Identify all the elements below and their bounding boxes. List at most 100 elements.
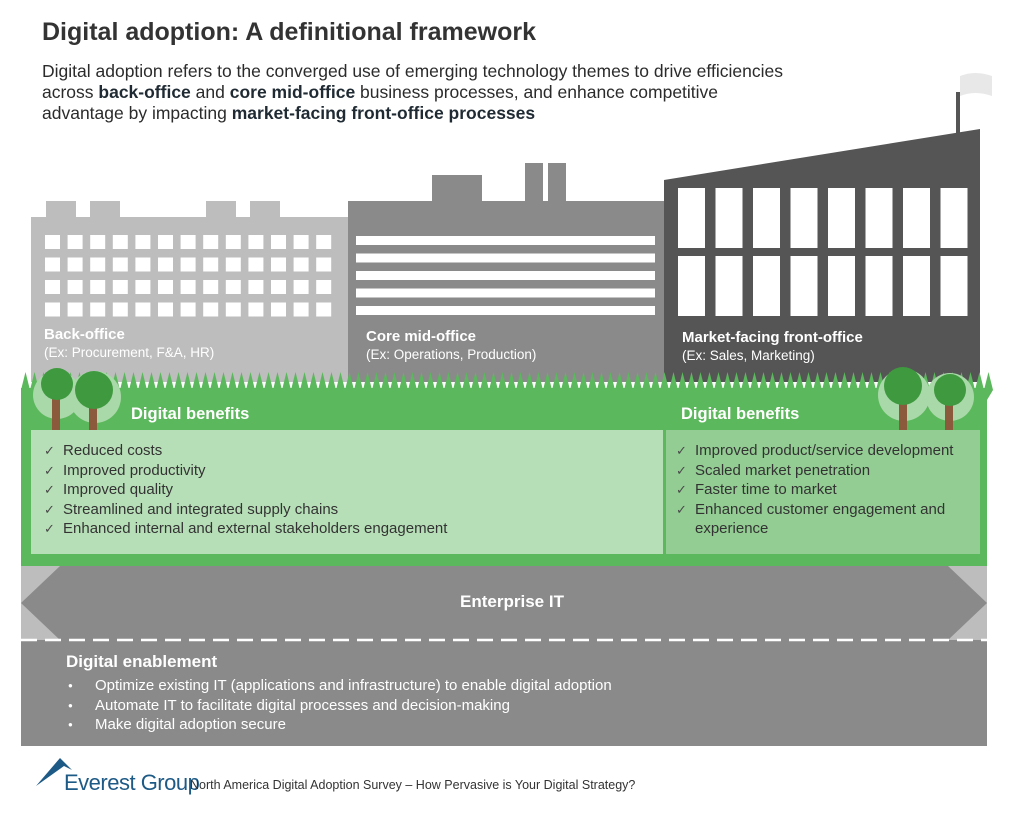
core-office-example: (Ex: Operations, Production) (366, 347, 537, 362)
subtitle-text-1: Digital adoption refers to the converged… (42, 61, 783, 102)
window-shape (293, 302, 309, 317)
footer-source: North America Digital Adoption Survey – … (190, 778, 636, 792)
window-shape (828, 188, 855, 248)
window-shape (135, 235, 151, 249)
window-shape (248, 280, 264, 294)
everest-logo-icon (36, 758, 72, 786)
window-shape (356, 236, 655, 245)
window-shape (356, 288, 655, 298)
window-shape (67, 235, 83, 249)
window-shape (225, 257, 241, 272)
window-shape (90, 280, 106, 294)
list-item: Optimize existing IT (applications and i… (66, 676, 946, 696)
tree-icon (33, 368, 121, 431)
list-item: Automate IT to facilitate digital proces… (66, 696, 946, 716)
back-office-building (31, 201, 349, 382)
digital-enablement-list: Optimize existing IT (applications and i… (66, 676, 946, 735)
window-shape (790, 188, 818, 248)
window-shape (356, 253, 655, 263)
window-shape (112, 235, 128, 249)
front-office-example: (Ex: Sales, Marketing) (682, 348, 815, 363)
window-shape (225, 280, 241, 294)
window-shape (356, 306, 655, 315)
back-office-label: Back-office (Ex: Procurement, F&A, HR) (44, 326, 214, 360)
window-shape (865, 188, 893, 248)
list-item: Improved product/service development (674, 441, 980, 461)
window-shape (225, 235, 241, 249)
window-shape (135, 302, 151, 317)
list-item: Faster time to market (674, 480, 980, 500)
window-shape (293, 235, 309, 249)
subtitle-text-3: business processes, and enhance competit… (42, 82, 719, 123)
window-shape (753, 188, 780, 248)
window-shape (158, 235, 173, 249)
window-shape (225, 302, 241, 317)
window-shape (903, 188, 930, 248)
window-shape (316, 257, 332, 272)
window-shape (248, 302, 264, 317)
window-shape (248, 235, 264, 249)
list-item: Reduced costs (42, 441, 652, 461)
window-shape (865, 256, 893, 316)
page-subtitle: Digital adoption refers to the converged… (42, 61, 802, 124)
window-shape (158, 302, 173, 317)
back-office-title: Back-office (44, 326, 125, 343)
window-shape (316, 235, 332, 249)
subtitle-bold-back-office: back-office (98, 82, 191, 102)
benefits-left-heading: Digital benefits (131, 405, 250, 423)
window-shape (678, 256, 705, 316)
window-shape (678, 188, 705, 248)
tree-icon (878, 367, 974, 431)
window-shape (271, 280, 286, 294)
window-shape (715, 188, 743, 248)
window-shape (316, 302, 332, 317)
window-shape (271, 235, 286, 249)
benefits-left-list: Reduced costs Improved productivity Impr… (42, 441, 652, 539)
front-office-label: Market-facing front-office (Ex: Sales, M… (682, 329, 863, 363)
front-office-building (664, 73, 992, 382)
window-shape (112, 280, 128, 294)
window-shape (45, 235, 60, 249)
page-title: Digital adoption: A definitional framewo… (42, 18, 536, 46)
window-shape (940, 256, 968, 316)
enterprise-it-label: Enterprise IT (460, 592, 564, 611)
window-shape (180, 280, 196, 294)
core-office-label: Core mid-office (Ex: Operations, Product… (366, 328, 536, 362)
window-shape (90, 257, 106, 272)
subtitle-bold-front: market-facing front-office processes (231, 103, 536, 123)
subtitle-text-2: and (190, 82, 230, 102)
window-shape (293, 280, 309, 294)
benefits-right-list: Improved product/service development Sca… (674, 441, 980, 539)
list-item: Improved quality (42, 480, 652, 500)
window-shape (67, 302, 83, 317)
window-shape (271, 302, 286, 317)
window-shape (203, 235, 219, 249)
everest-group-logo: Everest Group (64, 770, 200, 795)
window-shape (158, 280, 173, 294)
window-shape (203, 280, 219, 294)
subtitle-bold-core: core mid-office (229, 82, 356, 102)
window-shape (112, 257, 128, 272)
window-shape (180, 257, 196, 272)
window-shape (715, 256, 743, 316)
list-item: Enhanced customer engagement and experie… (674, 500, 980, 539)
window-shape (356, 271, 655, 280)
core-office-title: Core mid-office (366, 328, 477, 345)
list-item: Improved productivity (42, 461, 652, 481)
list-item: Streamlined and integrated supply chains (42, 500, 652, 520)
window-shape (45, 257, 60, 272)
window-shape (203, 302, 219, 317)
window-shape (753, 256, 780, 316)
window-shape (828, 256, 855, 316)
window-shape (180, 235, 196, 249)
window-shape (293, 257, 309, 272)
window-shape (67, 280, 83, 294)
window-shape (903, 256, 930, 316)
window-shape (45, 280, 60, 294)
back-office-example: (Ex: Procurement, F&A, HR) (44, 345, 215, 360)
list-item: Scaled market penetration (674, 461, 980, 481)
window-shape (316, 280, 332, 294)
window-shape (180, 302, 196, 317)
window-shape (90, 235, 106, 249)
window-shape (135, 280, 151, 294)
